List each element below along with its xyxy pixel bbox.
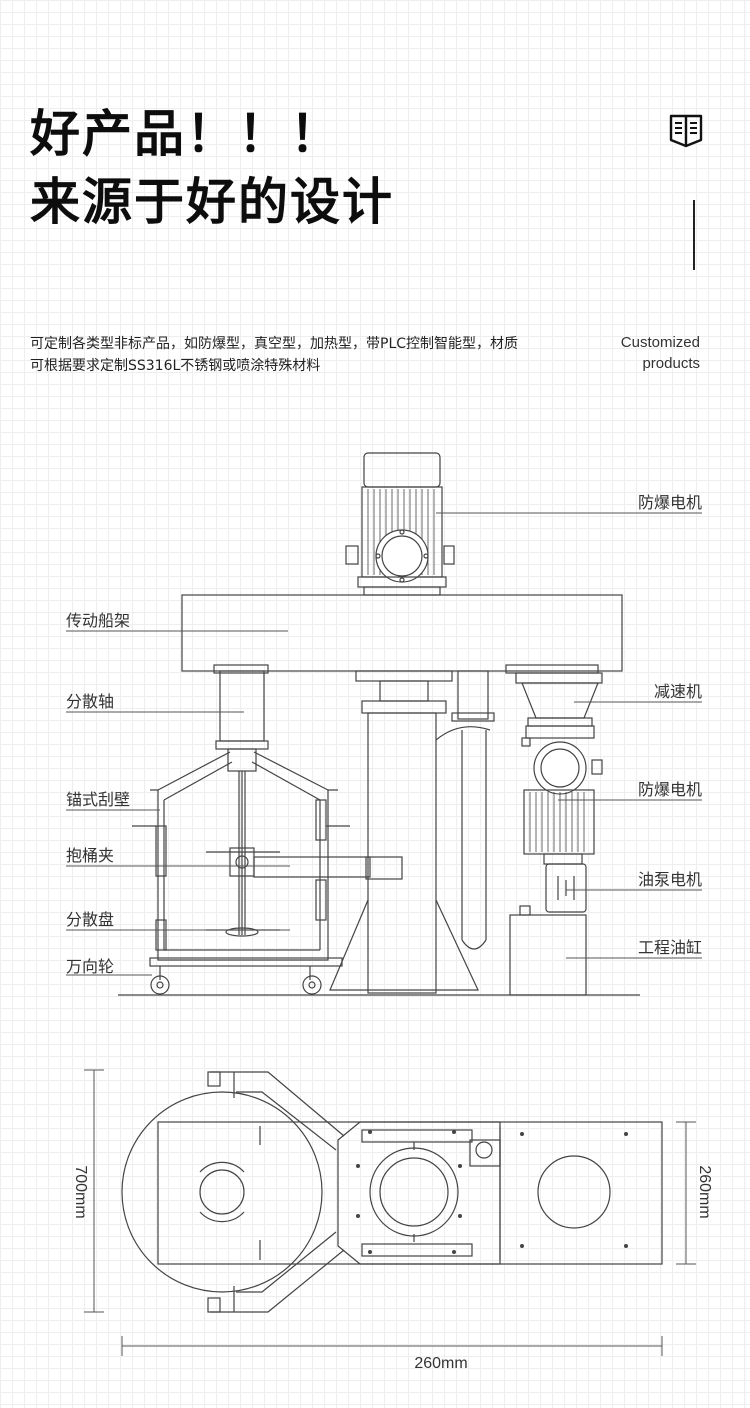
transmission-frame	[181, 594, 623, 674]
label-reducer: 减速机	[654, 682, 702, 701]
bolt-holes	[356, 1130, 628, 1254]
label-clamp: 抱桶夹	[66, 846, 114, 865]
description-text: 可定制各类型非标产品，如防爆型，真空型，加热型，带PLC控制智能型，材质可根据要…	[30, 336, 519, 374]
label-cylinder: 工程油缸	[638, 938, 702, 957]
label-pump-motor: 油泵电机	[638, 870, 702, 889]
title-line-2: 来源于好的设计	[30, 173, 394, 231]
top-motor	[345, 452, 455, 596]
dim-height: 700mm	[72, 1165, 89, 1218]
tag-line-1: Customized	[620, 334, 700, 351]
side-motor	[521, 737, 603, 865]
hydraulic-tank	[509, 905, 587, 996]
mixing-tank	[132, 751, 403, 961]
dispersion-shaft	[215, 670, 269, 935]
label-caster: 万向轮	[66, 957, 114, 976]
dim-depth: 260mm	[696, 1165, 713, 1218]
customized-tag: Customized products	[621, 332, 700, 374]
pump-motor	[545, 863, 587, 913]
label-motor-side: 防爆电机	[638, 780, 702, 799]
book-icon	[669, 114, 703, 148]
label-anchor: 锚式刮壁	[66, 790, 130, 809]
label-disc: 分散盘	[66, 910, 114, 929]
tag-line-2: products	[642, 355, 700, 372]
reducer	[515, 672, 603, 739]
label-frame: 传动船架	[66, 611, 130, 630]
label-shaft: 分散轴	[66, 692, 114, 711]
decorative-divider	[693, 200, 695, 270]
label-motor-top: 防爆电机	[638, 493, 702, 512]
column	[329, 670, 495, 994]
title-line-1: 好产品！！！	[30, 105, 342, 163]
top-view	[121, 1071, 663, 1313]
page-title: 好产品！！！ 来源于好的设计	[30, 100, 394, 236]
dim-width: 260mm	[414, 1355, 467, 1372]
